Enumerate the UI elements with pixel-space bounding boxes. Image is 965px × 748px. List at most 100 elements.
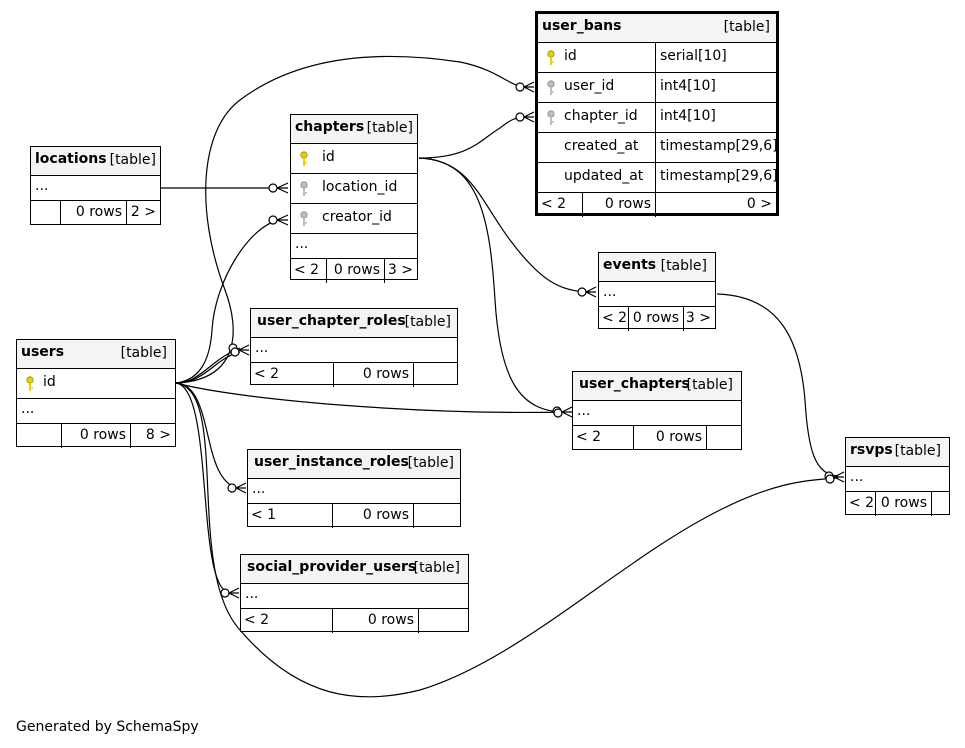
edge-users-social-provider-users xyxy=(175,382,231,594)
parents-link[interactable]: < 2 xyxy=(602,310,628,326)
edge-events-rsvps xyxy=(716,293,839,477)
table-type: [table] xyxy=(413,560,460,576)
column-name: id xyxy=(43,374,56,390)
column-row[interactable]: chapter_id int4[10] xyxy=(538,103,776,133)
table-type: [table] xyxy=(686,377,733,393)
column-row[interactable]: location_id xyxy=(291,174,417,204)
parents-link[interactable]: < 1 xyxy=(251,507,277,523)
table-type: [table] xyxy=(109,152,156,168)
children-link[interactable]: 8 > xyxy=(145,427,171,443)
row-count: 0 rows xyxy=(333,262,380,278)
columns-ellipsis[interactable]: ... xyxy=(17,399,175,424)
table-rsvps[interactable]: rsvps [table] ... < 2 0 rows xyxy=(845,437,950,516)
table-user-chapter-roles[interactable]: user_chapter_roles [table] ... < 2 0 row… xyxy=(250,308,458,387)
table-footer: 0 rows 2 > xyxy=(31,201,160,225)
edge-users-rsvps xyxy=(175,382,839,698)
table-name: user_chapters xyxy=(579,376,690,392)
edge-users-user-instance-roles xyxy=(175,382,239,489)
row-count: 0 rows xyxy=(75,204,122,220)
table-footer: < 2 0 rows xyxy=(241,609,468,633)
table-name: rsvps xyxy=(850,442,893,458)
row-count: 0 rows xyxy=(655,429,702,445)
column-row[interactable]: user_id int4[10] xyxy=(538,73,776,103)
edge-users-user-chapters xyxy=(175,382,566,413)
table-header: chapters [table] xyxy=(291,115,417,144)
primary-key-icon xyxy=(547,50,555,65)
children-link[interactable]: 0 > xyxy=(746,196,772,212)
column-row[interactable]: id serial[10] xyxy=(538,43,776,73)
column-row[interactable]: creator_id xyxy=(291,204,417,234)
table-type: [table] xyxy=(120,345,167,361)
column-name: id xyxy=(322,149,335,165)
table-header: locations [table] xyxy=(31,147,160,176)
parents-link[interactable]: < 2 xyxy=(541,196,567,212)
table-type: [table] xyxy=(366,120,413,136)
table-name: social_provider_users xyxy=(247,559,417,575)
table-events[interactable]: events [table] ... < 2 0 rows 3 > xyxy=(598,252,716,331)
columns-ellipsis[interactable]: ... xyxy=(251,338,457,363)
table-user-bans[interactable]: user_bans [table] id serial[10] user_id … xyxy=(535,11,779,217)
children-link[interactable]: 3 > xyxy=(387,262,413,278)
row-count: 0 rows xyxy=(880,495,927,511)
table-type: [table] xyxy=(894,443,941,459)
edge-chapters-user-bans xyxy=(418,116,529,159)
columns-ellipsis[interactable]: ... xyxy=(599,282,715,307)
column-name: creator_id xyxy=(322,209,392,225)
primary-key-icon xyxy=(26,376,34,391)
table-header: user_instance_roles [table] xyxy=(248,450,460,479)
column-type: int4[10] xyxy=(660,108,716,124)
column-type: timestamp[29,6] xyxy=(660,138,778,154)
table-chapters[interactable]: chapters [table] id location_id creator_… xyxy=(290,114,418,283)
parents-link[interactable]: < 2 xyxy=(254,366,280,382)
table-header: user_bans [table] xyxy=(538,14,776,43)
column-type: serial[10] xyxy=(660,48,727,64)
table-name: locations xyxy=(35,151,107,167)
table-footer: < 2 0 rows xyxy=(573,426,741,450)
columns-ellipsis[interactable]: ... xyxy=(573,401,741,426)
column-row[interactable]: id xyxy=(17,369,175,399)
row-count: 0 rows xyxy=(79,427,126,443)
table-footer: 0 rows 8 > xyxy=(17,424,175,448)
column-name: updated_at xyxy=(564,168,644,184)
table-name: events xyxy=(603,257,657,273)
table-name: chapters xyxy=(295,119,365,135)
table-footer: < 2 0 rows 0 > xyxy=(538,193,776,217)
crow-foot-markers xyxy=(220,81,845,599)
table-name: users xyxy=(21,344,65,360)
table-user-chapters[interactable]: user_chapters [table] ... < 2 0 rows xyxy=(572,371,742,450)
columns-ellipsis[interactable]: ... xyxy=(846,467,949,492)
children-link[interactable]: 3 > xyxy=(685,310,711,326)
foreign-key-icon xyxy=(300,211,308,226)
columns-ellipsis[interactable]: ... xyxy=(31,176,160,201)
parents-link[interactable]: < 2 xyxy=(244,612,270,628)
columns-ellipsis[interactable]: ... xyxy=(291,234,417,259)
table-header: social_provider_users [table] xyxy=(241,555,468,584)
edge-chapters-user-chapters xyxy=(418,157,566,413)
edge-users-user-bans xyxy=(175,55,529,384)
column-name: chapter_id xyxy=(564,108,638,124)
table-footer: < 2 0 rows xyxy=(251,363,457,387)
parents-link[interactable]: < 2 xyxy=(294,262,320,278)
column-row[interactable]: updated_at timestamp[29,6] xyxy=(538,163,778,193)
table-footer: < 2 0 rows 3 > xyxy=(291,259,417,283)
columns-ellipsis[interactable]: ... xyxy=(241,584,468,609)
parents-link[interactable]: < 2 xyxy=(849,495,875,511)
columns-ellipsis[interactable]: ... xyxy=(248,479,460,504)
row-count: 0 rows xyxy=(362,507,409,523)
table-locations[interactable]: locations [table] ... 0 rows 2 > xyxy=(30,146,161,225)
table-footer: < 2 0 rows 3 > xyxy=(599,307,715,331)
table-name: user_instance_roles xyxy=(254,454,409,470)
parents-link[interactable]: < 2 xyxy=(576,429,602,445)
foreign-key-icon xyxy=(547,80,555,95)
column-row[interactable]: created_at timestamp[29,6] xyxy=(538,133,778,163)
table-header: user_chapters [table] xyxy=(573,372,741,401)
children-link[interactable]: 2 > xyxy=(130,204,156,220)
table-users[interactable]: users [table] id ... 0 rows 8 > xyxy=(16,339,176,448)
column-row[interactable]: id xyxy=(291,144,417,174)
table-user-instance-roles[interactable]: user_instance_roles [table] ... < 1 0 ro… xyxy=(247,449,461,528)
table-name: user_chapter_roles xyxy=(257,313,406,329)
table-header: events [table] xyxy=(599,253,715,282)
generated-by-note: Generated by SchemaSpy xyxy=(16,719,199,735)
table-social-provider-users[interactable]: social_provider_users [table] ... < 2 0 … xyxy=(240,554,469,633)
